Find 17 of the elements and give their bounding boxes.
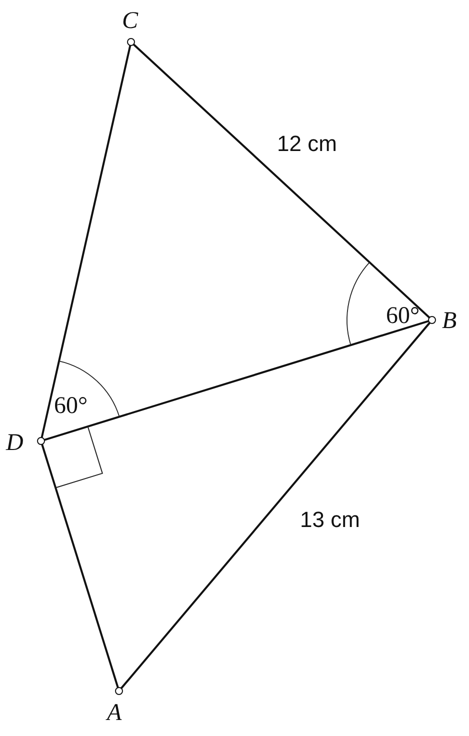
- point-marker: [37, 437, 45, 445]
- line-segment: [44, 320, 429, 441]
- point-marker: [428, 316, 436, 324]
- point-label: B: [442, 308, 457, 335]
- point-marker: [115, 687, 123, 695]
- length-label: 13 cm: [300, 507, 360, 533]
- angle-label: 60°: [54, 393, 88, 420]
- line-segment: [40, 45, 132, 438]
- point-label: C: [122, 8, 138, 35]
- point-label: A: [107, 700, 122, 727]
- line-segment: [120, 322, 430, 689]
- line-segment: [132, 44, 430, 318]
- length-label: 12 cm: [277, 131, 337, 157]
- point-marker: [127, 38, 135, 46]
- point-label: D: [6, 430, 24, 457]
- angle-label: 60°: [386, 303, 420, 330]
- line-segment: [41, 444, 119, 688]
